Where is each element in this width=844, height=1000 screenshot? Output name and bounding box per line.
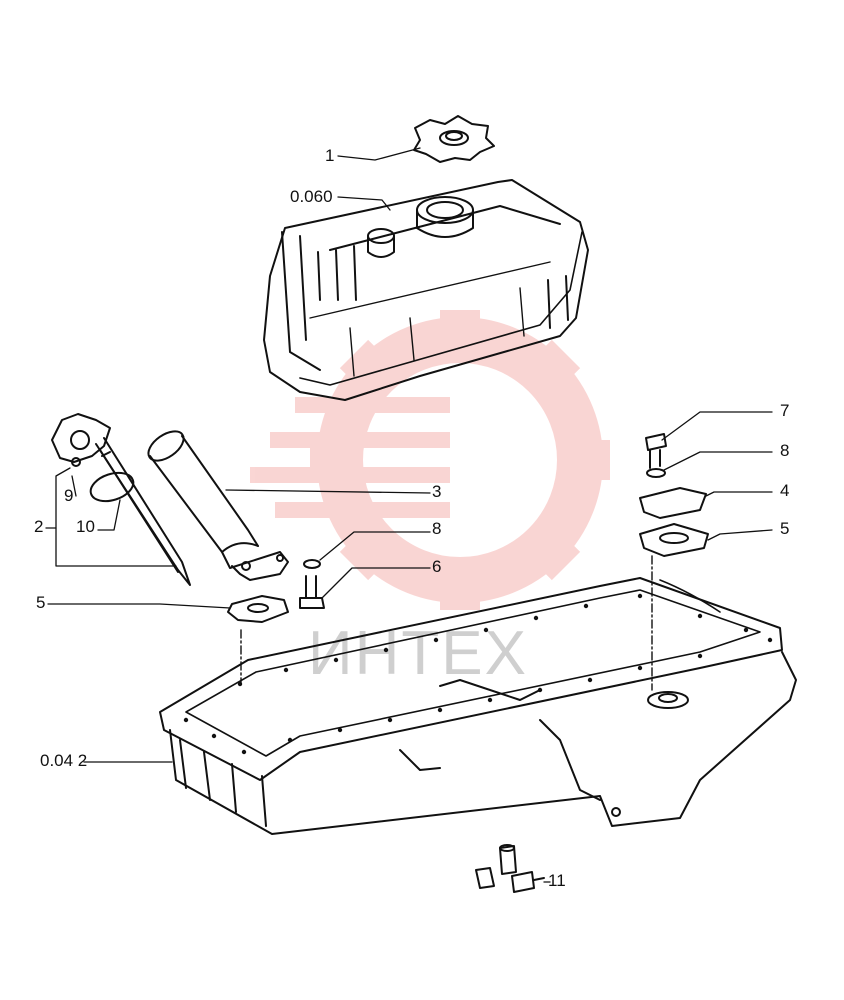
part-valve-cover xyxy=(263,179,589,401)
callout-6: 6 xyxy=(432,557,442,576)
callout-leaders xyxy=(45,147,773,883)
part-dipstick-tube xyxy=(147,430,289,581)
callout-10: 10 xyxy=(76,517,95,536)
assembly-centerlines xyxy=(240,555,653,691)
part-oil-pan xyxy=(159,577,797,835)
part-sensor-switch xyxy=(475,844,545,893)
callout-8-right: 8 xyxy=(780,441,790,460)
part-washer-bolt-center xyxy=(299,559,325,609)
callout-8-center: 8 xyxy=(432,519,442,538)
part-gasket-left xyxy=(227,595,289,623)
callout-5-left: 5 xyxy=(36,593,46,612)
part-o-ring xyxy=(89,471,135,503)
callout-5-right: 5 xyxy=(780,519,790,538)
callout-11: 11 xyxy=(548,871,566,890)
callout-7: 7 xyxy=(780,401,790,420)
callout-0060: 0.060 xyxy=(290,187,333,206)
callout-9: 9 xyxy=(64,486,74,505)
callout-1: 1 xyxy=(325,146,335,165)
callout-3: 3 xyxy=(432,482,442,501)
callout-0042: 0.04 2 xyxy=(40,751,88,770)
callout-2: 2 xyxy=(34,517,44,536)
part-bolt-washer-cover-right xyxy=(639,433,709,557)
callout-4: 4 xyxy=(780,481,790,500)
part-dipstick xyxy=(51,413,191,586)
part-oil-filler-cap xyxy=(413,115,495,163)
